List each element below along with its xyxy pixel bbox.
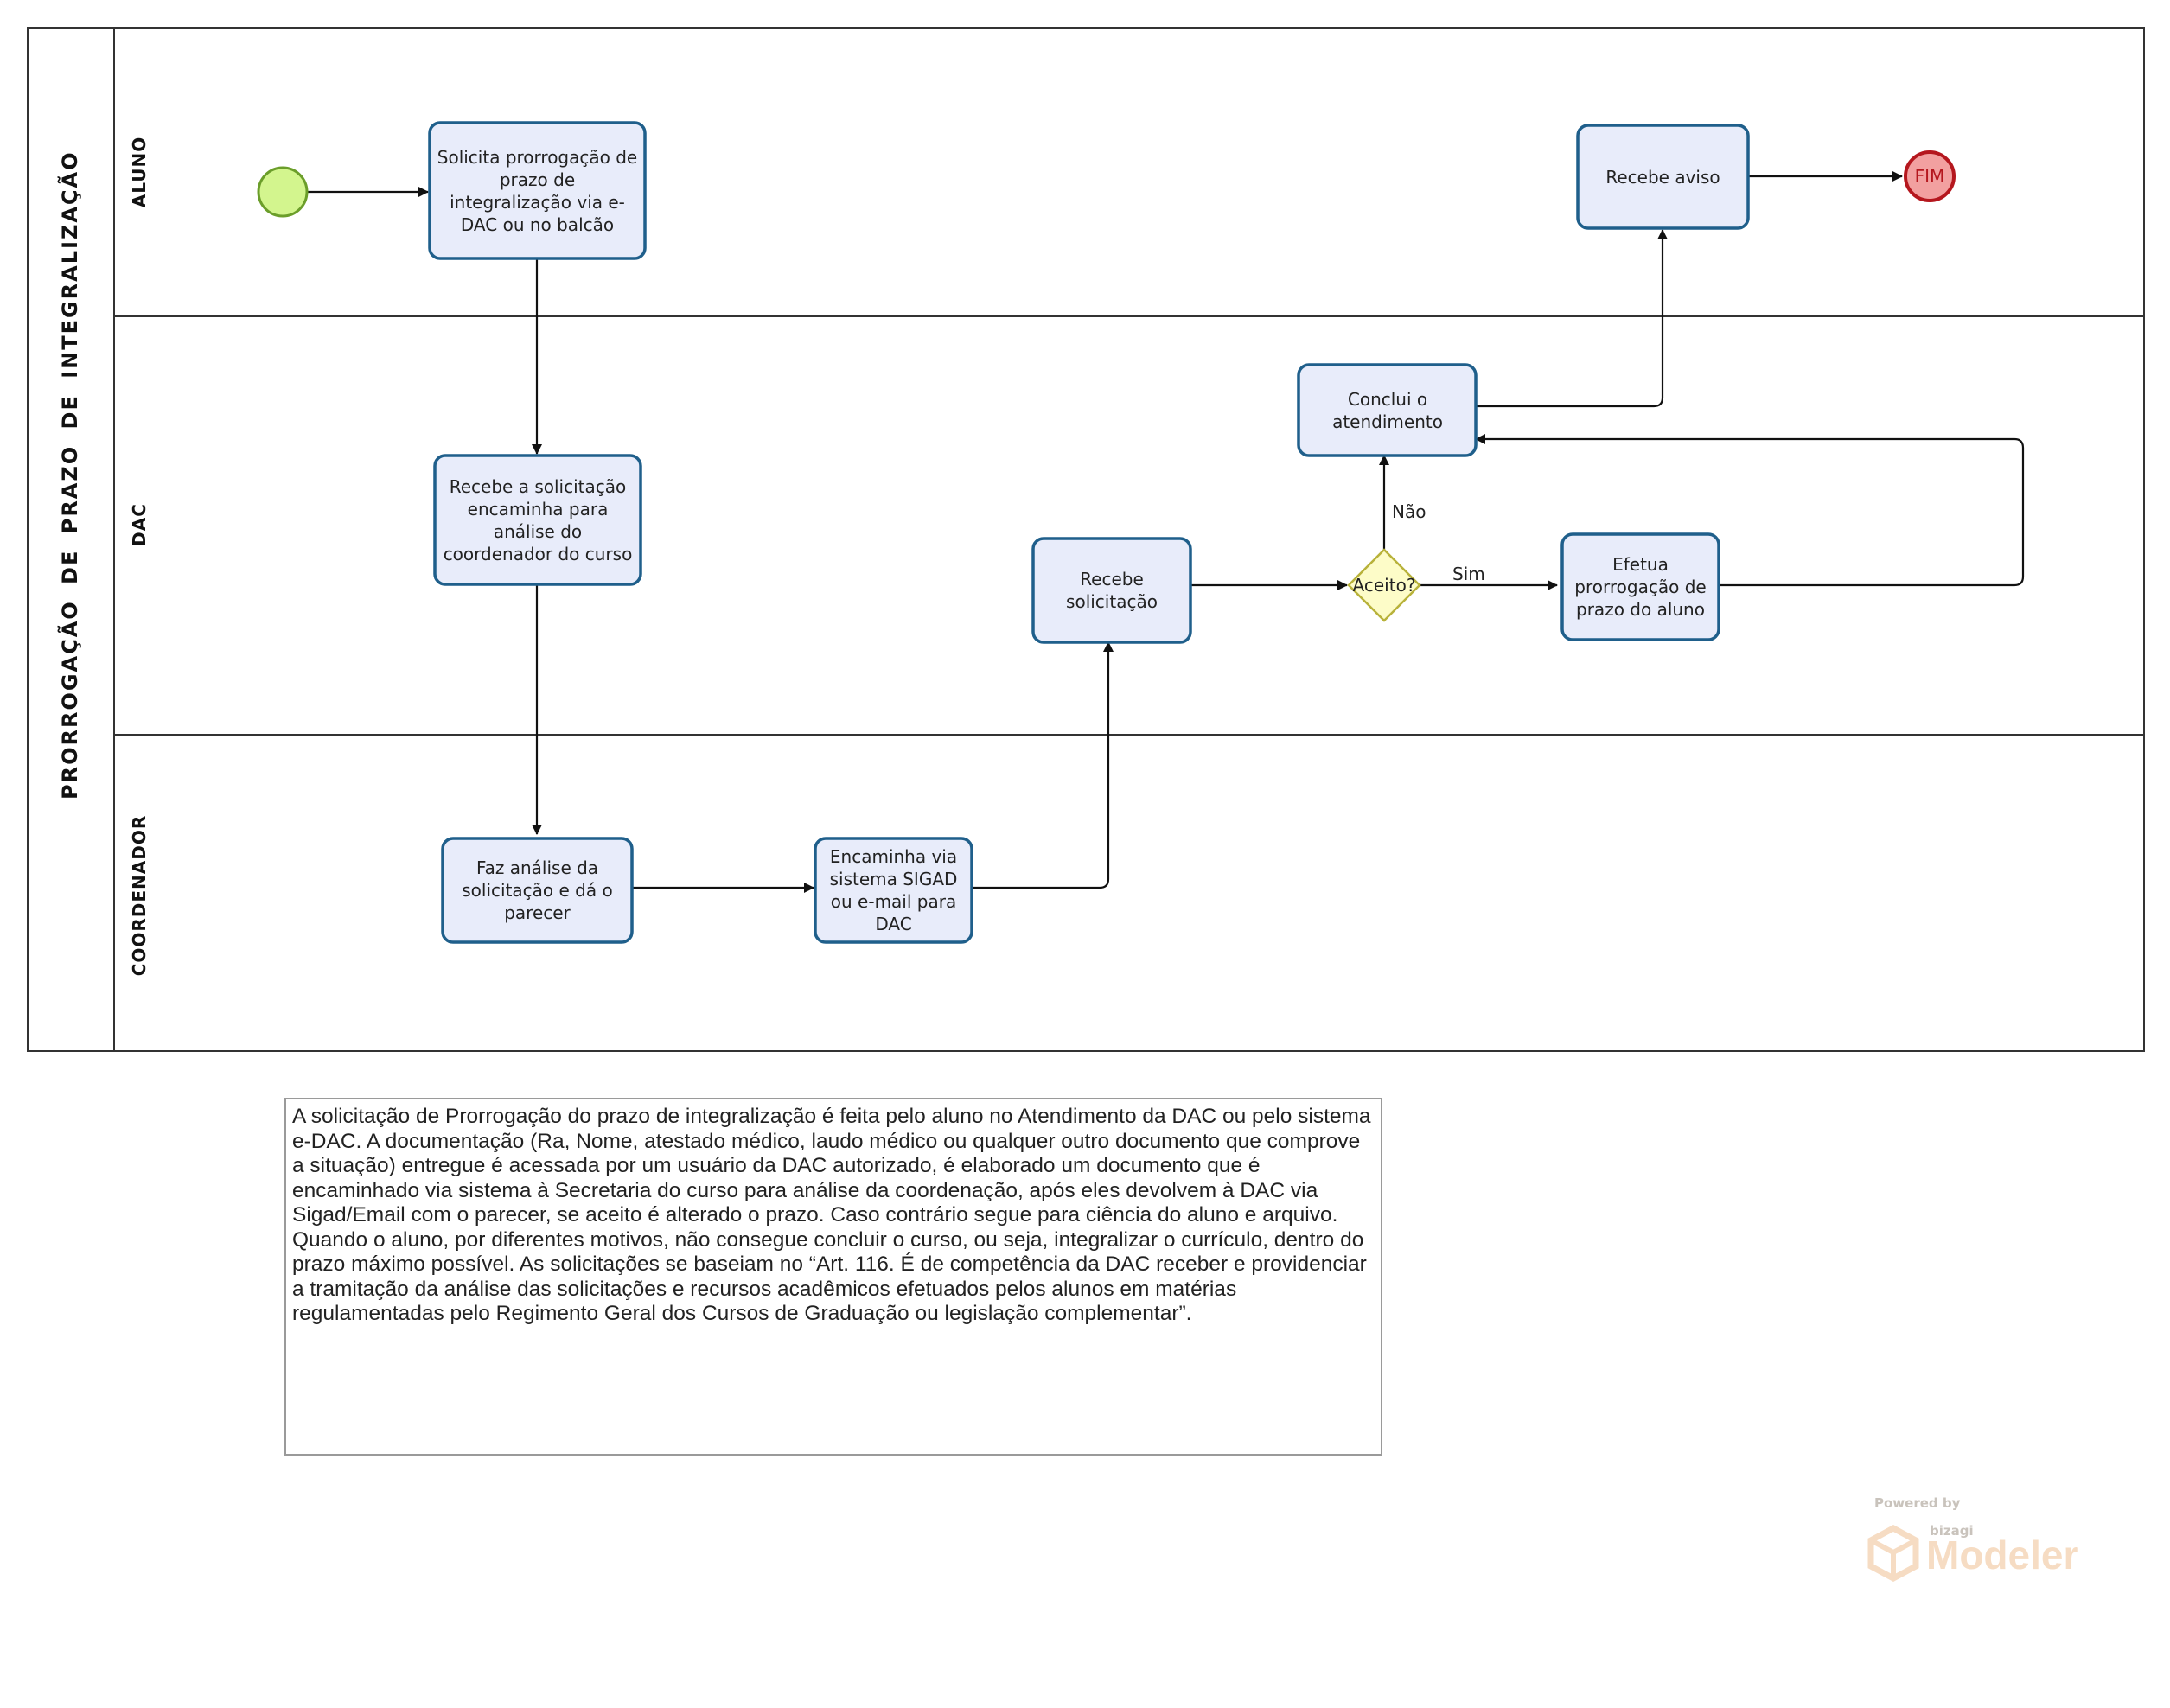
gateway-aceito-label: Aceito? (1352, 575, 1416, 596)
gateway-aceito[interactable] (1347, 548, 1421, 622)
task-efetua-prorrogacao-label: Efetua prorrogação de prazo do aluno (1574, 554, 1707, 620)
task-solicita-prorrogacao[interactable] (428, 121, 647, 260)
task-recebe-solicitacao-encaminha[interactable] (433, 454, 642, 586)
task-recebe-aviso-label: Recebe aviso (1605, 166, 1720, 188)
product-text: Modeler (1926, 1533, 2079, 1577)
bizagi-logo-icon (1867, 1525, 1919, 1582)
task-solicita-prorrogacao-label: Solicita prorrogação de prazo de integra… (437, 146, 638, 235)
powered-by-text: Powered by (1874, 1495, 1961, 1511)
end-event-label: FIM (1914, 166, 1945, 187)
lane-label-coordenador: COORDENADOR (129, 814, 150, 977)
pool-border (27, 27, 2145, 1052)
task-faz-analise-label: Faz análise da solicitação e dá o parece… (462, 857, 613, 923)
task-recebe-solicitacao-encaminha-label: Recebe a solicitação encaminha para anál… (443, 475, 633, 564)
task-efetua-prorrogacao[interactable] (1560, 532, 1720, 641)
flow-efetua-to-conclui (1475, 434, 2025, 587)
task-encaminha-sigad[interactable] (814, 837, 973, 944)
task-conclui-atendimento-label: Conclui o atendimento (1332, 388, 1443, 432)
edge-label-sim: Sim (1452, 564, 1485, 584)
lane-label-aluno: ALUNO (129, 136, 150, 208)
flow-encaminha-to-recebe-solicitacao (969, 641, 1114, 889)
task-recebe-solicitacao[interactable] (1031, 537, 1192, 644)
edge-label-nao: Não (1392, 501, 1426, 522)
bizagi-watermark: Powered by bizagi Modeler (1867, 1495, 2092, 1590)
task-conclui-atendimento[interactable] (1297, 363, 1478, 457)
flow-conclui-to-recebe-aviso (1476, 229, 1668, 408)
start-event[interactable] (257, 166, 309, 218)
task-encaminha-sigad-label: Encaminha via sistema SIGAD ou e-mail pa… (829, 846, 958, 934)
task-faz-analise[interactable] (441, 837, 634, 944)
pool-title: PRORROGAÇÃO DE PRAZO DE INTEGRALIZAÇÃO (58, 150, 82, 800)
lane-label-dac: DAC (129, 503, 150, 546)
annotation-note: A solicitação de Prorrogação do prazo de… (284, 1098, 1382, 1456)
annotation-note-text: A solicitação de Prorrogação do prazo de… (292, 1105, 1371, 1325)
task-recebe-aviso[interactable] (1576, 124, 1750, 230)
task-recebe-solicitacao-label: Recebe solicitação (1066, 569, 1158, 612)
end-event[interactable] (1904, 150, 1956, 202)
vendor-text: bizagi (1930, 1523, 1974, 1539)
